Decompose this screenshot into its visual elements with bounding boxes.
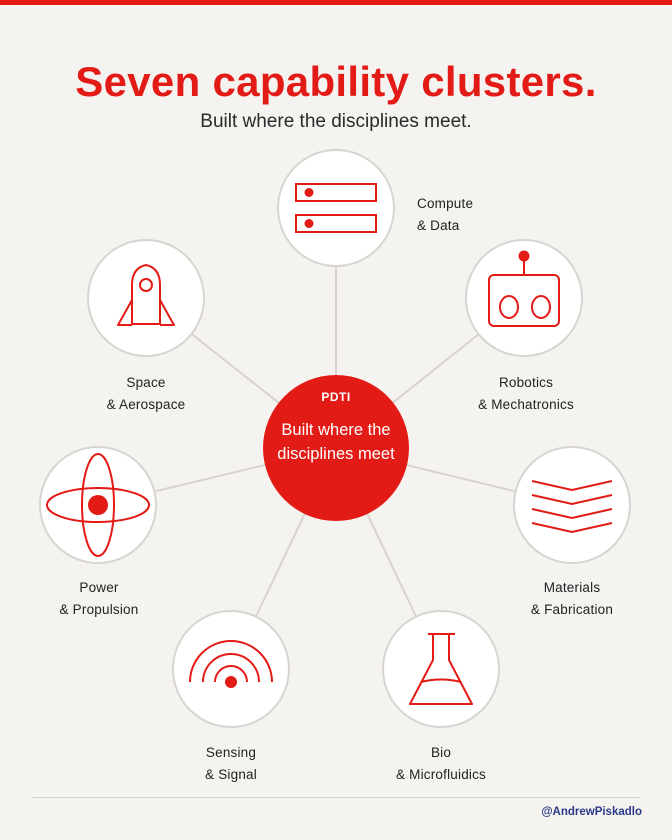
label-bio: Bio & Microfluidics: [371, 742, 511, 786]
atom-orbit-icon: [46, 453, 150, 557]
label-bio-line2: & Microfluidics: [395, 767, 487, 782]
footer-divider: [32, 797, 640, 798]
layered-chevrons-icon: [531, 480, 613, 534]
label-sensing-line1: Sensing: [205, 745, 257, 760]
rocket-icon: [117, 264, 175, 326]
label-compute-line1: Compute: [417, 196, 474, 211]
label-bio-line1: Bio: [430, 745, 452, 760]
robot-face-icon: [488, 250, 560, 327]
signal-waves-icon: [189, 640, 273, 688]
label-materials: Materials & Fabrication: [502, 577, 642, 621]
label-power: Power & Propulsion: [29, 577, 169, 621]
center-hub-text: PDTI Built where the disciplines meet: [262, 390, 410, 466]
label-compute: Compute & Data: [417, 193, 473, 237]
page-title: Seven capability clusters.: [75, 58, 597, 105]
page-subtitle: Built where the disciplines meet.: [200, 111, 472, 132]
label-power-line1: Power: [79, 580, 119, 595]
label-space-line2: & Aerospace: [106, 397, 186, 412]
node-space: [87, 239, 205, 357]
label-power-line2: & Propulsion: [59, 602, 139, 617]
author-handle[interactable]: @AndrewPiskadlo: [541, 806, 642, 818]
top-accent-bar: [0, 0, 672, 5]
server-stack-icon: [295, 183, 377, 233]
label-robotics-line1: Robotics: [498, 375, 554, 390]
label-robotics-line2: & Mechatronics: [478, 397, 574, 412]
node-sensing: [172, 610, 290, 728]
label-materials-line2: & Fabrication: [530, 602, 614, 617]
center-hub: [263, 375, 409, 521]
label-space: Space & Aerospace: [76, 372, 216, 416]
label-space-line1: Space: [126, 375, 166, 390]
node-compute: [277, 149, 395, 267]
center-caption: Built where the disciplines meet: [277, 421, 395, 463]
flask-icon: [409, 633, 473, 705]
center-tag: PDTI: [321, 390, 351, 404]
label-sensing: Sensing & Signal: [161, 742, 301, 786]
label-sensing-line2: & Signal: [205, 767, 257, 782]
label-compute-line2: & Data: [417, 218, 460, 233]
node-bio: [382, 610, 500, 728]
label-materials-line1: Materials: [543, 580, 601, 595]
label-robotics: Robotics & Mechatronics: [446, 372, 606, 416]
